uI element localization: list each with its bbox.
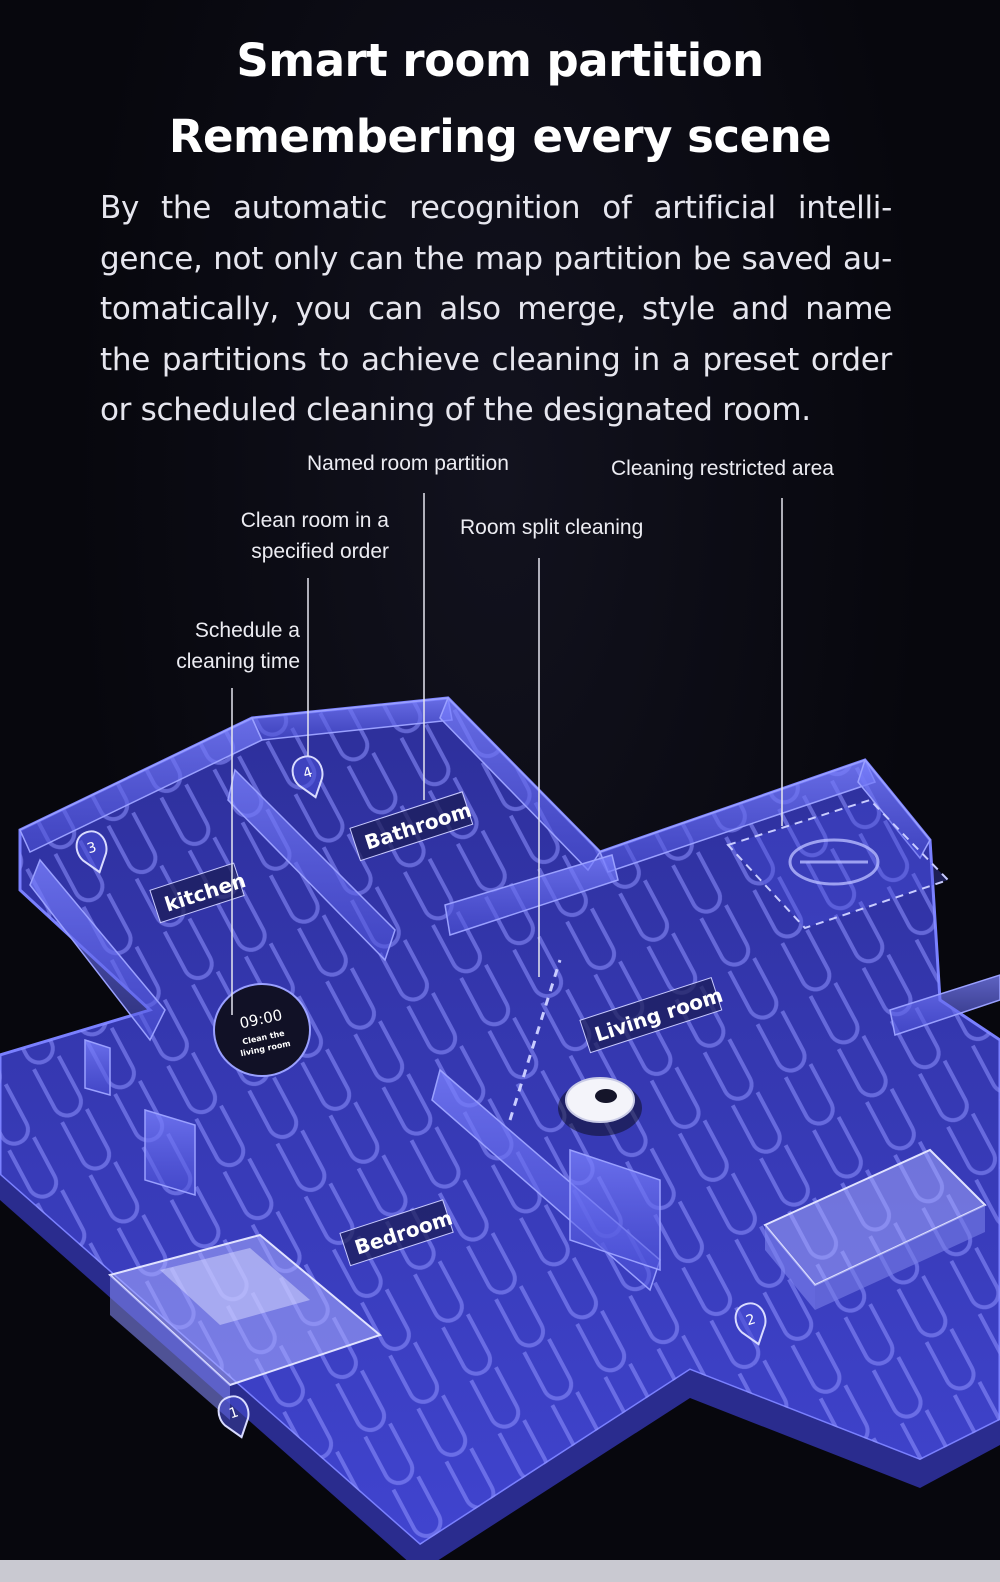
callout-schedule-cleaning: Schedule a cleaning time <box>140 615 300 677</box>
callout-clean-in-order-line2: specified order <box>251 540 389 563</box>
restricted-area-zone <box>726 798 950 930</box>
sofa-icon <box>763 1148 987 1310</box>
callout-schedule-line1: Schedule a <box>194 619 300 642</box>
room-split-line <box>508 959 562 1121</box>
schedule-badge: 09:00 Clean the living room <box>213 983 311 1077</box>
callout-clean-in-order: Clean room in a specified order <box>229 505 389 567</box>
order-marker-4: 4 <box>291 755 324 799</box>
callout-clean-in-order-line1: Clean room in a <box>240 509 389 532</box>
order-marker-3: 3 <box>75 830 108 874</box>
callout-room-split-cleaning: Room split cleaning <box>460 516 644 539</box>
room-walls <box>19 696 1000 1292</box>
callout-schedule-line2: cleaning time <box>176 650 300 673</box>
order-marker-2: 2 <box>734 1302 767 1346</box>
no-entry-icon <box>788 838 880 886</box>
headline-line-1: Smart room partition <box>236 34 764 87</box>
callout-leader-lines <box>231 493 783 1015</box>
order-marker-1: 1 <box>217 1395 250 1439</box>
bottom-divider-bar <box>0 1560 1000 1582</box>
feature-description: By the automatic recognition of artifici… <box>100 190 892 428</box>
callout-named-room-partition: Named room partition <box>307 452 509 475</box>
callout-cleaning-restricted-area: Cleaning restricted area <box>611 457 834 480</box>
robot-vacuum-icon <box>558 1077 642 1136</box>
headline-line-2: Remembering every scene <box>168 110 832 163</box>
bed-icon <box>107 1233 383 1420</box>
